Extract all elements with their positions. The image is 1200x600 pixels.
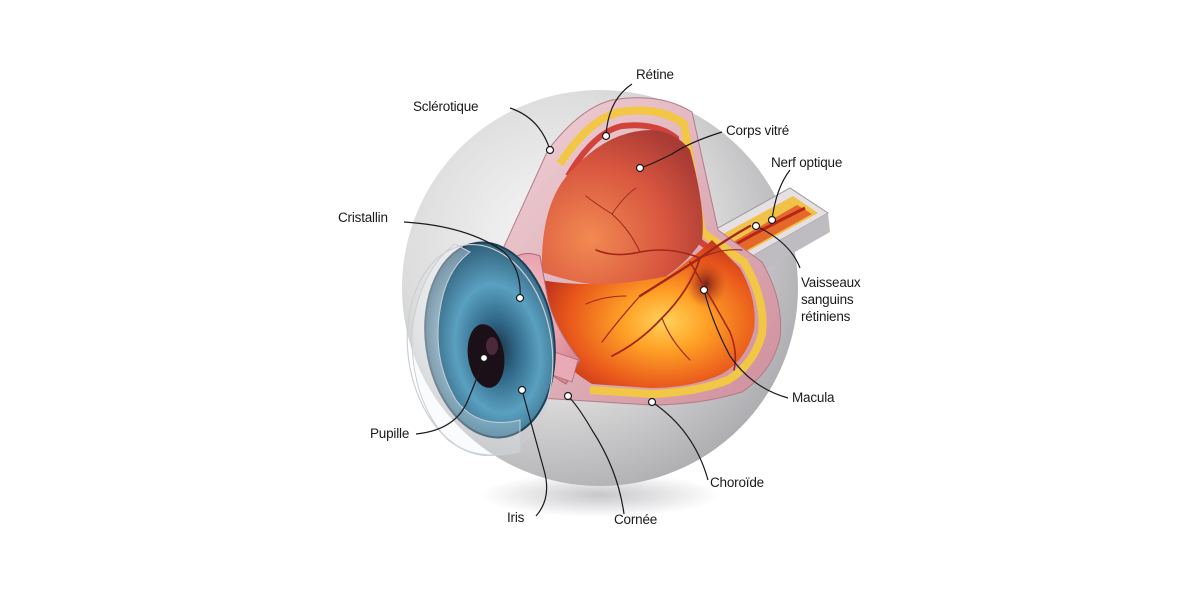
label-group-retine: Rétine xyxy=(601,67,674,141)
label-vaisseaux-line2: sanguins xyxy=(801,292,854,307)
label-choroide: Choroïde xyxy=(710,475,764,490)
label-group-cristallin: Cristallin xyxy=(338,210,525,303)
label-group-nerf-optique: Nerf optique xyxy=(767,155,842,225)
label-iris: Iris xyxy=(507,510,525,525)
ground-shadow xyxy=(480,473,720,517)
retina-layer xyxy=(556,106,767,399)
cornea-outline xyxy=(406,243,554,457)
label-cornee: Cornée xyxy=(614,512,657,527)
cornea-dome xyxy=(411,243,521,456)
vitreous-body xyxy=(541,130,703,286)
label-corps-vitre: Corps vitré xyxy=(726,123,789,138)
label-group-sclerotique: Sclérotique xyxy=(413,99,555,155)
label-cristallin: Cristallin xyxy=(338,210,388,225)
label-nerf-optique: Nerf optique xyxy=(771,155,842,170)
label-group-vaisseaux: Vaisseaux sanguins rétiniens xyxy=(751,221,861,324)
label-retine: Rétine xyxy=(636,67,674,82)
label-group-cornee: Cornée xyxy=(563,391,657,527)
macula-spot xyxy=(686,260,726,308)
label-group-choroide: Choroïde xyxy=(647,397,764,490)
label-group-macula: Macula xyxy=(699,285,835,405)
label-macula: Macula xyxy=(792,390,835,405)
label-vaisseaux-line1: Vaisseaux xyxy=(801,275,861,290)
label-vaisseaux-line3: rétiniens xyxy=(801,309,851,324)
pupil-highlight xyxy=(486,337,498,355)
label-group-iris: Iris xyxy=(507,385,548,525)
retinal-vessels xyxy=(585,187,752,371)
label-pupille: Pupille xyxy=(370,426,409,441)
label-sclerotique: Sclérotique xyxy=(413,99,478,114)
label-group-corps-vitre: Corps vitré xyxy=(635,123,789,173)
label-group-pupille: Pupille xyxy=(370,353,489,441)
